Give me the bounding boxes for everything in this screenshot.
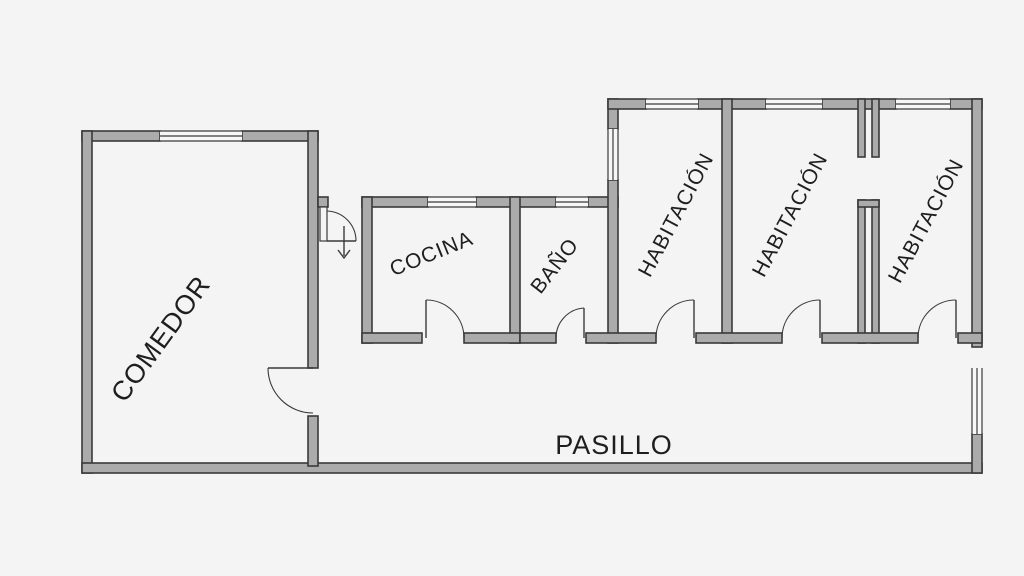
door-habitacion-1 [655,299,695,339]
room-label-habitacion-3: HABITACIÓN [884,155,969,287]
wall-double-b-lower [871,199,880,344]
window-cocina [428,196,476,208]
wall-entry-stub [317,196,329,208]
room-label-pasillo: PASILLO [555,430,673,460]
wall-double-a-upper [857,98,866,158]
wall-bottom [81,462,983,474]
door-habitacion-2 [781,299,821,339]
wall-comedor-left [81,130,93,474]
room-label-comedor: COMEDOR [105,270,216,407]
wall-hab-divider-1 [721,98,733,344]
window-habitacion-3 [896,98,950,110]
window-comedor [160,130,242,142]
wall-pasillo-top-5 [695,332,783,344]
wall-double-a-lower [857,199,866,344]
room-labels: COMEDOR COCINA BAÑO HABITACIÓN HABITACIÓ… [105,149,968,460]
room-label-bano: BAÑO [525,233,583,298]
wall-comedor-top-left [81,130,161,142]
window-bano [556,196,588,208]
door-bano [555,307,585,339]
wall-cocina-left [361,196,373,344]
window-habitacion-2 [766,98,822,110]
wall-pasillo-top-1 [361,332,423,344]
wall-pasillo-top-6 [821,332,919,344]
wall-comedor-right-lower [307,415,319,467]
wall-right-lower [971,433,983,474]
window-habitacion-1 [646,98,698,110]
wall-cocina-bano-divider [509,196,521,344]
doors [267,206,957,414]
window-habitacion-side [607,129,619,180]
windows [160,98,983,434]
door-habitacion-3 [917,299,957,339]
room-label-habitacion-1: HABITACIÓN [634,149,719,281]
wall-pasillo-top-2 [463,332,521,344]
room-label-cocina: COCINA [387,227,477,281]
door-entrance [319,206,357,260]
room-label-habitacion-2: HABITACIÓN [748,149,833,281]
wall-double-b-upper [871,98,880,158]
window-pasillo [971,368,983,434]
wall-pasillo-top-3 [519,332,557,344]
wall-comedor-top-right [241,130,319,142]
wall-right-upper [971,98,983,348]
wall-pasillo-top-4 [585,332,657,344]
door-comedor [267,367,314,414]
wall-comedor-right-upper [307,130,319,369]
wall-hab-left-lower [607,179,619,344]
wall-top-a [607,98,647,110]
wall-double-cap [857,199,880,208]
wall-pasillo-top-7 [957,332,983,344]
door-cocina [425,299,465,339]
